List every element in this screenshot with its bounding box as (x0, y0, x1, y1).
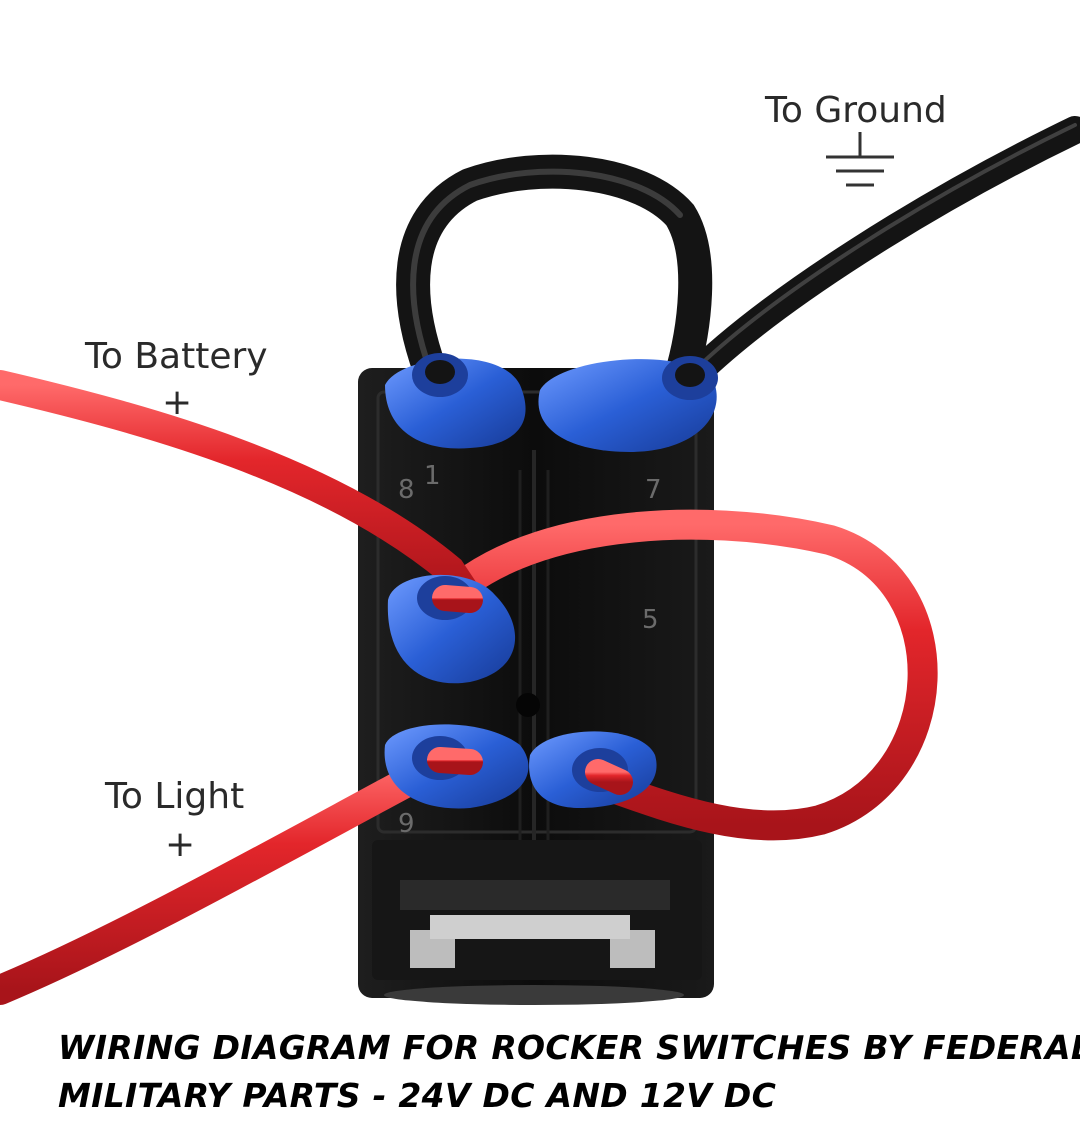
pin-label-1: 1 (424, 461, 441, 491)
caption-line-1: WIRING DIAGRAM FOR ROCKER SWITCHES BY FE… (58, 1028, 1080, 1067)
pin-label-9: 9 (398, 809, 415, 839)
battery-wire (0, 370, 485, 615)
center-screw (516, 693, 540, 717)
ground-label: To Ground (764, 90, 947, 131)
connector-top-right (538, 356, 718, 452)
pin-label-5: 5 (642, 605, 659, 635)
ground-wire (396, 116, 1080, 397)
light-label: To Light (104, 776, 244, 817)
connector-top-left (385, 353, 526, 449)
battery-label: To Battery (84, 336, 268, 377)
rocker-switch-body (358, 368, 714, 1005)
light-plus-sign: + (165, 824, 195, 865)
jumper-red-loop (425, 509, 938, 841)
ground-symbol-icon (826, 132, 894, 187)
pin-label-7: 7 (645, 475, 662, 505)
caption-line-2: MILITARY PARTS - 24V DC AND 12V DC (58, 1076, 777, 1115)
pin-label-8: 8 (398, 475, 415, 505)
battery-plus-sign: + (162, 382, 192, 423)
diagram-caption: WIRING DIAGRAM FOR ROCKER SWITCHES BY FE… (58, 1024, 1080, 1120)
light-wire (0, 750, 475, 1005)
